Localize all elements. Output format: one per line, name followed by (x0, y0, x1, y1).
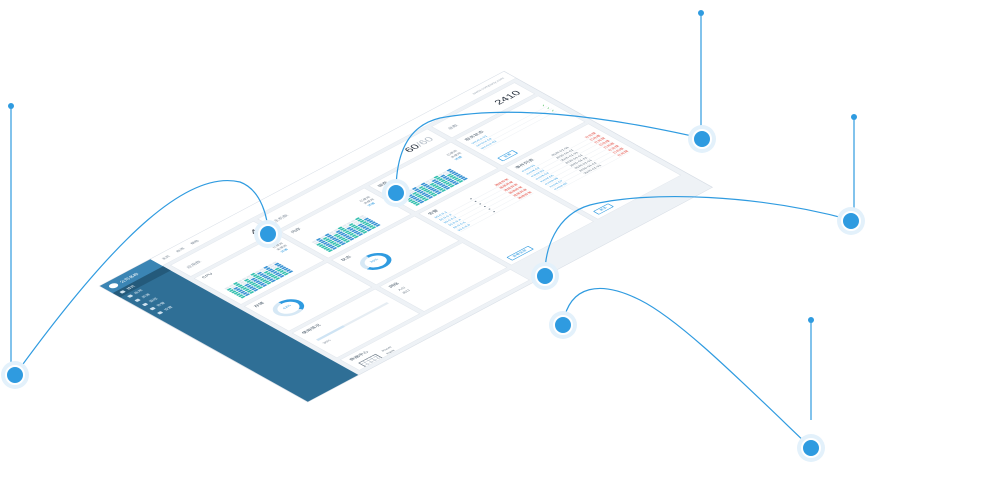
dashboard-screen: 公司名称 首页应用资源监控告警设置 主页 应用 帮助 www.company.c… (100, 71, 712, 402)
services-button[interactable]: 查看 (497, 149, 519, 162)
top-tab-help[interactable]: 帮助 (189, 239, 201, 246)
hotspot-memory[interactable] (382, 179, 410, 207)
list-cell: ✔ (549, 108, 556, 112)
panel-legend: 已使用 未使用 详情 (445, 149, 467, 161)
callout-curve-bottom (562, 287, 810, 447)
bar-cell (244, 293, 251, 297)
datacenter-keys: Room Rack IP (380, 345, 396, 358)
usage-value: 36% (321, 338, 333, 345)
top-tab-home[interactable]: 主页 (160, 254, 172, 261)
bar-cell (331, 247, 338, 250)
sidebar-item-icon (141, 302, 149, 307)
bar-cell (327, 249, 333, 253)
bar-cell (283, 272, 290, 276)
bar-cell (253, 288, 259, 292)
hotspot-right[interactable] (837, 207, 865, 235)
panel-title: 存储 (253, 301, 266, 309)
bar-cell (436, 191, 442, 195)
usage-progress-fill (316, 325, 346, 341)
bar-cell (366, 228, 372, 232)
bar-cell (414, 203, 420, 207)
bar-cell (444, 187, 451, 190)
network-items: 入口 出口 (396, 286, 411, 295)
stat-label: 总数 (447, 123, 460, 131)
hotspot-bottom[interactable] (797, 434, 825, 462)
bar-cell (266, 281, 272, 285)
stat-label: 应用数 (185, 260, 203, 270)
hotspot-left[interactable] (1, 361, 29, 389)
callout-end-dot (808, 317, 814, 323)
bar-cell (275, 277, 281, 281)
bar-cell (427, 196, 433, 200)
hotspot-cpu[interactable] (254, 220, 282, 248)
bar-cell (457, 180, 464, 184)
bar-cell (418, 200, 425, 204)
stat-value: 60/60 (401, 135, 437, 154)
bar-cell (375, 224, 381, 227)
bar-cell (262, 284, 268, 287)
bar-cell (270, 279, 277, 283)
bar-cell (370, 226, 377, 230)
bar-cell (423, 198, 429, 202)
panel-title: 使用情况 (301, 323, 323, 335)
hotspot-alerts[interactable] (531, 262, 559, 290)
top-tab-apps[interactable]: 应用 (175, 247, 186, 253)
hotspot-alerts-list[interactable] (549, 311, 577, 339)
bar-cell (349, 237, 355, 241)
panel-title: 状态 (340, 255, 353, 262)
panel-legend: 已使用 未使用 详情 (358, 195, 380, 207)
panel-title: 内存 (290, 227, 303, 235)
panel-title: CPU (201, 272, 215, 280)
bar-cell (249, 290, 255, 294)
callout-end-dot (698, 10, 704, 16)
sidebar-item-icon (134, 298, 141, 303)
hotspot-top[interactable] (688, 125, 716, 153)
bar-cell (336, 244, 342, 248)
sidebar-item-icon (126, 294, 134, 298)
callout-end-dot (8, 103, 14, 109)
list-cell: ● (491, 210, 497, 213)
bar-cell (340, 242, 346, 246)
stat-value: 2410 (491, 88, 524, 107)
bar-cell (357, 233, 364, 237)
more-events-button[interactable]: 更多 (593, 203, 615, 215)
bar-cell (462, 177, 468, 181)
bar-cell (257, 286, 264, 290)
bar-cell (240, 295, 246, 299)
bar-cell (344, 240, 351, 244)
view-all-alerts-button[interactable]: 查看全部 (506, 246, 534, 261)
logo-icon (107, 282, 121, 290)
bar-cell (449, 184, 455, 188)
sidebar-item-icon (149, 306, 156, 311)
bar-cell (453, 182, 459, 186)
bar-cell (288, 270, 294, 274)
bar-cell (362, 230, 368, 234)
callout-end-dot (851, 114, 857, 120)
sidebar-item-icon (156, 311, 164, 315)
bar-cell (431, 193, 438, 197)
bar-cell (353, 235, 359, 239)
sidebar-item-label: 设置 (163, 305, 175, 312)
bar-cell (440, 189, 446, 193)
building-icon (358, 353, 393, 371)
sidebar-item-icon (119, 290, 126, 294)
bar-cell (279, 274, 285, 278)
